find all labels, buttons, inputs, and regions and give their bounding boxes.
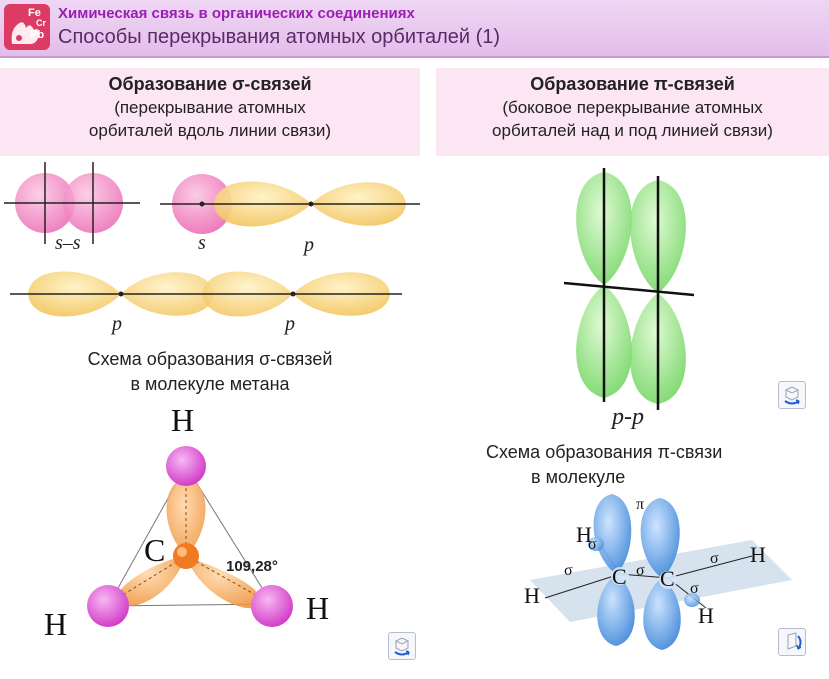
sigma-label-5: σ [690, 580, 699, 597]
ethylene-diagram [530, 494, 792, 650]
ethylene-caption-line2: в молекуле [531, 467, 626, 487]
sigma-label-1: σ [564, 562, 573, 579]
pi-panel-line1: (боковое перекрывание атомных [502, 98, 763, 117]
ethylene-caption-line1: Схема образования π-связи [486, 442, 723, 462]
bond-angle-label: 109,28° [226, 558, 278, 575]
atom-h-right: H [306, 590, 330, 626]
pi-panel: Образование π-связей (боковое перекрыван… [436, 68, 829, 156]
atom-c-right: C [660, 566, 675, 591]
logo-fe: Fe [28, 7, 41, 19]
rotate-vertical-icon [787, 632, 802, 650]
h-atom-top [166, 446, 206, 486]
pp-sigma-overlap-diagram [10, 271, 402, 317]
c-atom [173, 543, 199, 569]
rotate-3d-button-pi[interactable] [778, 381, 806, 409]
logo-cr: Cr [36, 18, 47, 28]
sigma-label-3: σ [636, 562, 645, 579]
header-subtitle: Способы перекрывания атомных орбиталей (… [58, 26, 501, 48]
methane-diagram [87, 446, 293, 627]
atom-h-ur: H [750, 542, 766, 567]
label-s: s [198, 232, 206, 254]
ss-overlap-diagram [4, 162, 140, 244]
pp-pi-overlap-diagram [563, 168, 695, 410]
atom-h-lr: H [698, 603, 714, 628]
sigma-label-4: σ [710, 550, 719, 567]
pi-panel-title: Образование π-связей [530, 74, 735, 94]
label-p: p [304, 234, 314, 256]
sigma-panel: Образование σ-связей (перекрывание атомн… [0, 68, 420, 156]
atom-h-ll: H [524, 583, 540, 608]
atom-h-top: H [171, 402, 195, 438]
logo-pb: Pb [30, 29, 45, 41]
h-atom-right [251, 585, 293, 627]
sigma-label-2: σ [588, 536, 597, 553]
pi-panel-line2: орбиталей над и под линией связи) [492, 121, 773, 140]
rotate-3d-icon [784, 386, 800, 405]
rotate-3d-icon [394, 637, 410, 656]
atom-c-left: C [612, 564, 627, 589]
label-p-right: p [285, 313, 295, 335]
header-title: Химическая связь в органических соединен… [58, 5, 415, 22]
atom-h-ul: H [576, 522, 592, 547]
h-atom-left [87, 585, 129, 627]
sigma-panel-line2: орбиталей вдоль линии связи) [88, 121, 332, 140]
label-p-p: p-p [612, 404, 644, 430]
sp-overlap-diagram [160, 174, 420, 234]
logo-icon: Fe Cr Pb [4, 4, 50, 50]
label-p-left: p [112, 313, 122, 335]
slide-header: Fe Cr Pb Химическая связь в органических… [0, 0, 829, 58]
methane-caption-line2: в молекуле метана [130, 374, 290, 394]
methane-caption: Схема образования σ-связей в молекуле ме… [40, 347, 380, 397]
sigma-panel-title: Образование σ-связей [108, 74, 312, 94]
rotate-3d-button-ethylene[interactable] [778, 628, 806, 656]
label-s-s: s–s [55, 232, 81, 254]
sigma-panel-line1: (перекрывание атомных [114, 98, 306, 117]
rotate-3d-button-methane[interactable] [388, 632, 416, 660]
atom-c: C [144, 532, 166, 568]
ethylene-caption: Схема образования π-связи в молекуле [486, 440, 722, 490]
pi-bond-label: π [636, 496, 645, 513]
atom-h-left: H [44, 606, 68, 642]
methane-caption-line1: Схема образования σ-связей [87, 349, 333, 369]
